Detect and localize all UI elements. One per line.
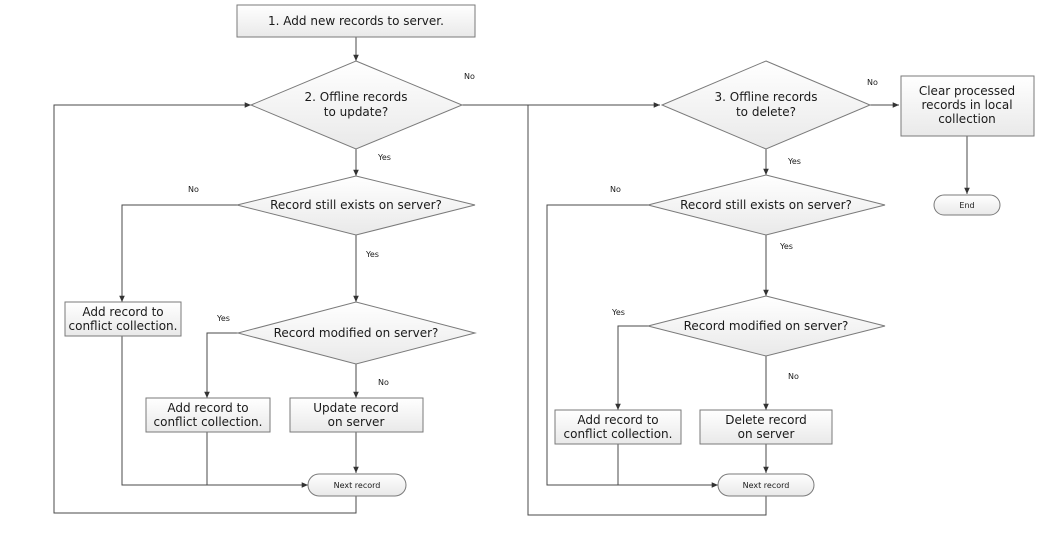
- clear-line3: collection: [938, 112, 996, 126]
- label-modified-u-yes: Yes: [216, 314, 230, 323]
- step3-decision: 3. Offline records to delete?: [660, 60, 872, 150]
- label-exists-u-no: No: [188, 185, 199, 194]
- modified-delete-label: Record modified on server?: [684, 319, 849, 333]
- edge-modified-yes-to-conflict: [204, 332, 238, 398]
- exists-update-decision: Record still exists on server?: [236, 175, 476, 236]
- step2-decision: 2. Offline records to update?: [249, 60, 464, 150]
- conflict-modified-line1: Add record to: [167, 401, 248, 415]
- label-exists-d-no: No: [610, 185, 621, 194]
- label-exists-d-yes: Yes: [779, 242, 793, 251]
- label-modified-d-no: No: [788, 372, 799, 381]
- edges-delete-flow: [527, 102, 970, 516]
- label-modified-d-yes: Yes: [611, 308, 625, 317]
- modified-update-label: Record modified on server?: [274, 326, 439, 340]
- step3-label-line1: 3. Offline records: [714, 90, 817, 104]
- exists-update-label: Record still exists on server?: [270, 198, 442, 212]
- edge-exists-no-to-next: [546, 204, 718, 488]
- conflict-modified-line2: conflict collection.: [154, 415, 263, 429]
- clear-line2: records in local: [921, 98, 1012, 112]
- step3-label-line2: to delete?: [736, 105, 796, 119]
- conflict-missing-line2: conflict collection.: [69, 319, 178, 333]
- edge-next-loop-to-step2: [53, 102, 357, 514]
- label-modified-u-no: No: [378, 378, 389, 387]
- step2-label-line1: 2. Offline records: [304, 90, 407, 104]
- clear-processed-box: Clear processed records in local collect…: [900, 75, 1035, 137]
- step1-label: 1. Add new records to server.: [268, 14, 444, 28]
- next-record-update-terminal: Next record: [307, 473, 407, 497]
- update-record-line1: Update record: [313, 401, 399, 415]
- conflict-delete-line2: conflict collection.: [564, 427, 673, 441]
- step2-label-line2: to update?: [324, 105, 389, 119]
- update-record-line2: on server: [328, 415, 385, 429]
- edge-labels: No Yes No Yes Yes No No Yes No Yes Yes N…: [188, 72, 878, 387]
- label-step3-no: No: [867, 78, 878, 87]
- label-step2-no: No: [464, 72, 475, 81]
- edge-conflict1-to-next: [121, 336, 308, 488]
- modified-delete-decision: Record modified on server?: [647, 295, 886, 357]
- label-exists-u-yes: Yes: [365, 250, 379, 259]
- edge-next-loop-to-step3: [527, 105, 767, 516]
- delete-record-line2: on server: [738, 427, 795, 441]
- edge-modified-yes-to-conflict: [615, 325, 648, 410]
- delete-record-line1: Delete record: [725, 413, 807, 427]
- conflict-box-modified: Add record to conflict collection.: [145, 397, 271, 433]
- next-record-delete-terminal: Next record: [717, 473, 815, 497]
- exists-delete-decision: Record still exists on server?: [647, 174, 886, 236]
- next-record-update-label: Next record: [334, 481, 381, 490]
- delete-record-box: Delete record on server: [699, 409, 833, 445]
- clear-line1: Clear processed: [919, 84, 1015, 98]
- next-record-delete-label: Next record: [743, 481, 790, 490]
- modified-update-decision: Record modified on server?: [236, 301, 477, 365]
- edges-update-flow: [53, 37, 660, 514]
- label-step2-yes: Yes: [377, 153, 391, 162]
- conflict-box-missing: Add record to conflict collection.: [64, 301, 182, 337]
- end-terminal: End: [933, 194, 1001, 216]
- end-label: End: [959, 201, 974, 210]
- conflict-delete-line1: Add record to: [577, 413, 658, 427]
- exists-delete-label: Record still exists on server?: [680, 198, 852, 212]
- edge-exists-no-to-conflict: [119, 204, 237, 302]
- step1-box: 1. Add new records to server.: [236, 4, 476, 38]
- label-step3-yes: Yes: [787, 157, 801, 166]
- conflict-missing-line1: Add record to: [82, 305, 163, 319]
- conflict-box-delete: Add record to conflict collection.: [554, 409, 682, 445]
- update-record-box: Update record on server: [289, 397, 424, 433]
